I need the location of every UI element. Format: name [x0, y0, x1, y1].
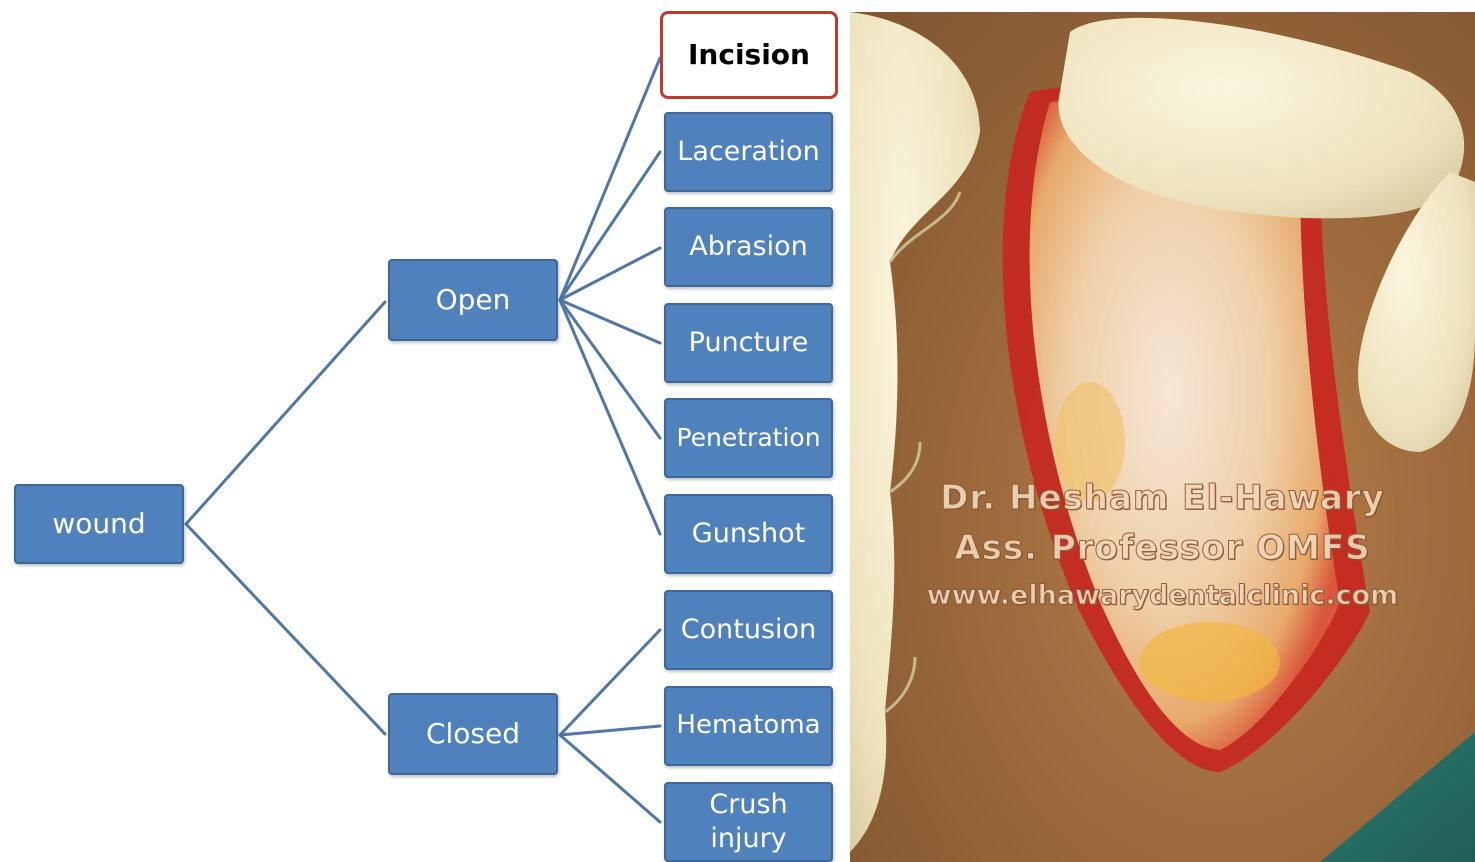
clinical-photo: Dr. Hesham El-Hawary Ass. Professor OMFS… — [850, 12, 1475, 862]
node-leaf-abrasion: Abrasion — [664, 207, 833, 287]
connector-root-open — [186, 302, 385, 524]
connector-closed-hematoma — [560, 726, 660, 735]
node-leaf-contusion: Contusion — [664, 590, 833, 670]
watermark-url: www.elhawarydentalclinic.com — [850, 580, 1475, 611]
node-leaf-crush-injury: Crush injury — [664, 782, 833, 862]
node-leaf-laceration: Laceration — [664, 112, 833, 192]
node-leaf-penetration: Penetration — [664, 398, 833, 478]
watermark-title: Ass. Professor OMFS — [850, 528, 1475, 568]
watermark-name: Dr. Hesham El-Hawary — [850, 478, 1475, 518]
surgical-drape — [1320, 732, 1475, 862]
node-leaf-incision: Incision — [660, 11, 838, 99]
node-root-wound: wound — [14, 484, 184, 564]
connector-open-abrasion — [560, 248, 660, 300]
node-leaf-puncture: Puncture — [664, 303, 833, 383]
glove-left — [850, 12, 980, 852]
node-branch-closed: Closed — [388, 693, 558, 775]
connector-root-closed — [186, 524, 385, 734]
node-branch-open: Open — [388, 259, 558, 341]
clinical-photo-illustration — [850, 12, 1475, 862]
node-leaf-hematoma: Hematoma — [664, 686, 833, 766]
connector-closed-contusion — [560, 630, 660, 735]
connector-closed-crush — [560, 735, 660, 822]
node-leaf-gunshot: Gunshot — [664, 494, 833, 574]
connector-open-incision — [560, 58, 660, 300]
connector-open-laceration — [560, 152, 660, 300]
